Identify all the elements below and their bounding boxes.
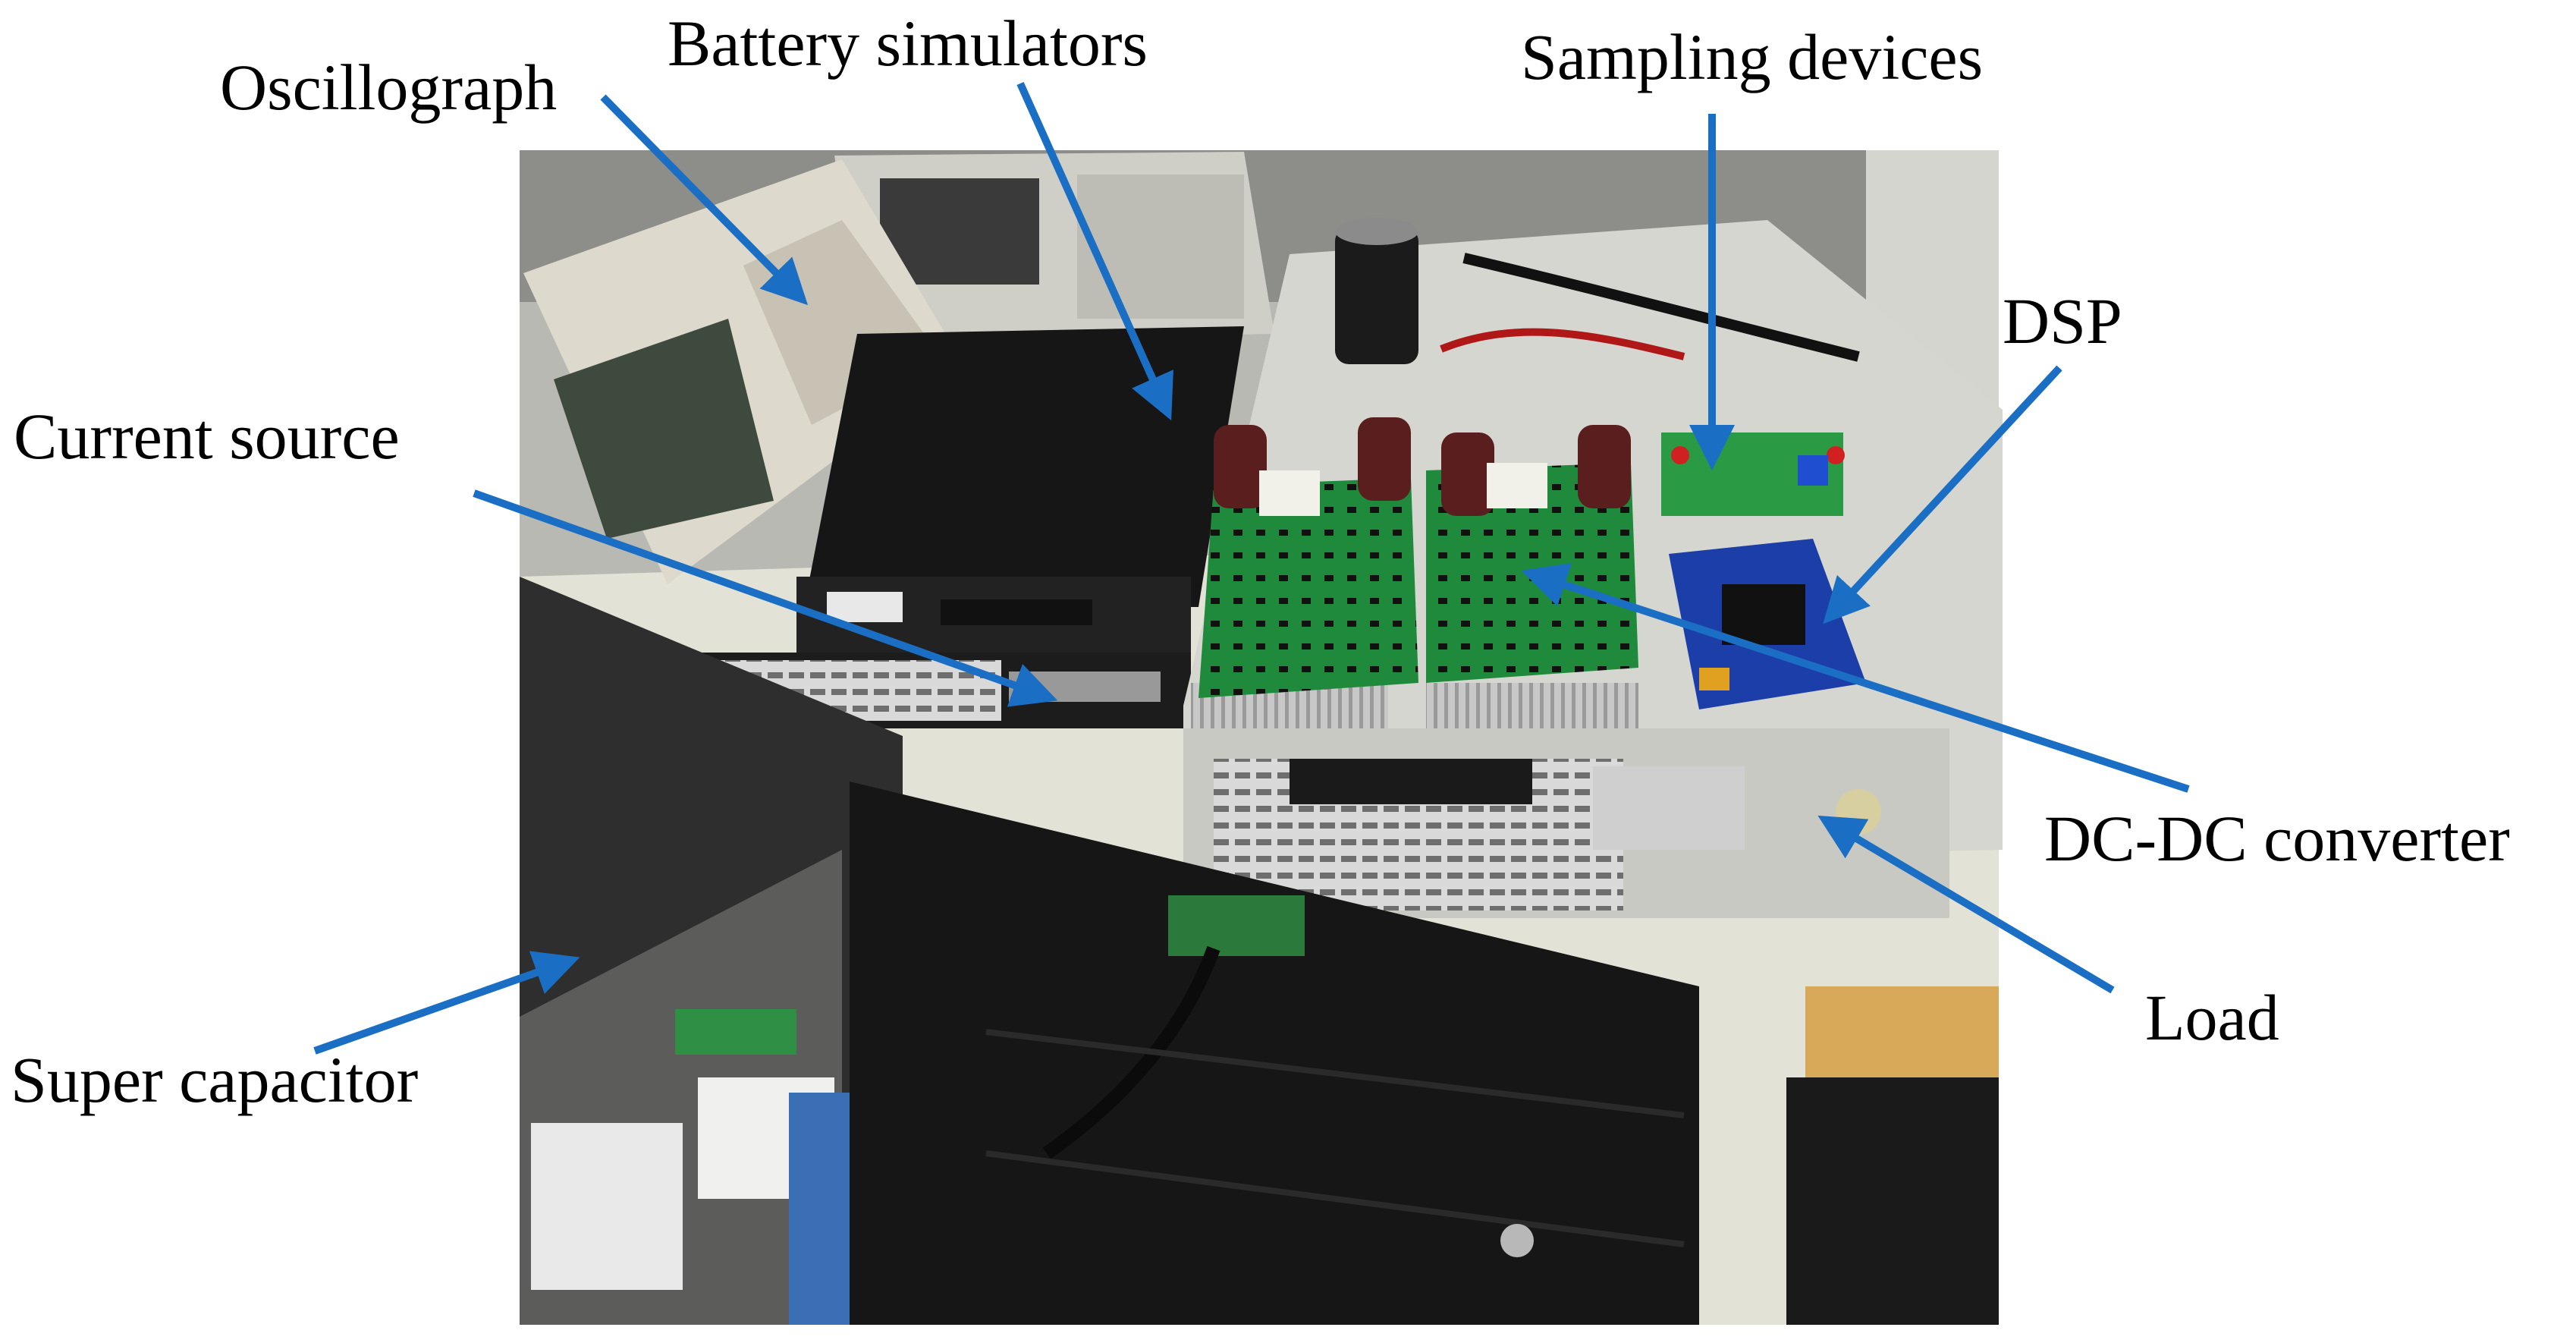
black-cable — [1462, 253, 1860, 362]
arrow-battery-simulators — [1016, 81, 1173, 421]
label-dc-dc-converter: DC-DC converter — [2044, 802, 2510, 875]
super-capacitor-cabinet — [520, 577, 910, 1325]
lab-photograph — [520, 150, 2003, 1325]
label-super-capacitor: Super capacitor — [11, 1043, 419, 1116]
arrow-current-source — [473, 489, 1058, 707]
battery-simulators-equipment — [796, 326, 1244, 660]
label-current-source: Current source — [14, 400, 400, 473]
oscilloscope-back — [834, 152, 1274, 341]
arrow-oscillograph — [600, 94, 809, 306]
capacitor-can — [1335, 218, 1418, 364]
cabinet-door — [850, 782, 1699, 1325]
arrow-dsp — [1823, 365, 2062, 624]
label-oscillograph: Oscillograph — [220, 51, 558, 124]
arrow-dc-dc-converter — [1521, 563, 2190, 793]
arrow-super-capacitor — [313, 951, 580, 1055]
label-battery-simulators: Battery simulators — [668, 7, 1148, 80]
label-sampling-devices: Sampling devices — [1521, 20, 1984, 93]
sampling-board — [1661, 432, 1845, 516]
label-load: Load — [2145, 981, 2279, 1054]
arrow-load — [1817, 815, 2115, 994]
label-dsp: DSP — [2003, 285, 2122, 357]
annotation-arrows — [313, 81, 2190, 1055]
red-probe-cable — [1440, 328, 1685, 360]
